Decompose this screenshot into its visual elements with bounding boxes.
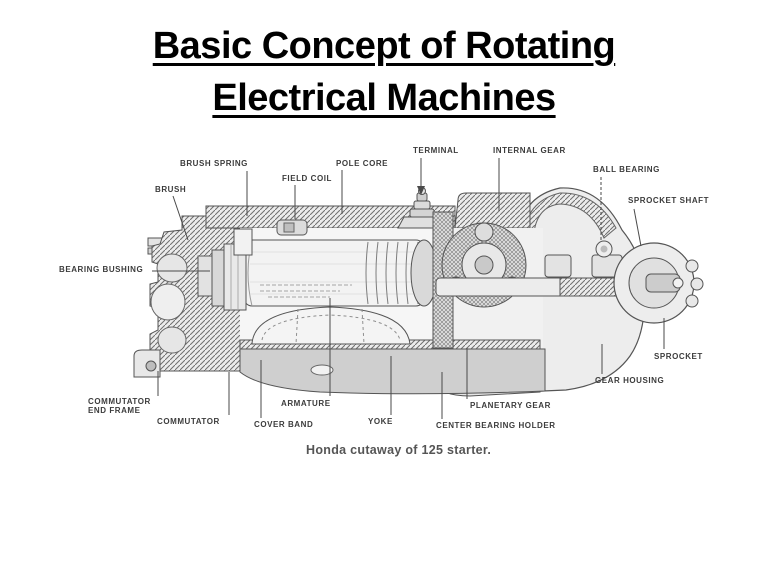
- part-label-yoke: YOKE: [368, 417, 393, 426]
- page-title: Basic Concept of Rotating Electrical Mac…: [0, 20, 768, 124]
- starter-cutaway-diagram: BRUSH SPRING BRUSH FIELD COIL POLE CORE …: [0, 130, 768, 470]
- part-label-sprocket: SPROCKET: [654, 352, 703, 361]
- part-label-planetary-gear: PLANETARY GEAR: [470, 401, 551, 410]
- part-label-commutator: COMMUTATOR: [157, 417, 220, 426]
- part-label-ball-bearing: BALL BEARING: [593, 165, 660, 174]
- part-label-gear-housing: GEAR HOUSING: [595, 376, 665, 385]
- part-label-internal-gear: INTERNAL GEAR: [493, 146, 566, 155]
- part-label-brush: BRUSH: [155, 185, 187, 194]
- part-label-center-bearing-holder: CENTER BEARING HOLDER: [436, 421, 556, 430]
- leader-lines: [152, 158, 665, 419]
- part-label-cover-band: COVER BAND: [254, 420, 314, 429]
- part-label-bearing-bushing: BEARING BUSHING: [59, 265, 144, 274]
- diagram-caption: Honda cutaway of 125 starter.: [306, 443, 492, 457]
- part-label-armature: ARMATURE: [281, 399, 331, 408]
- part-label-commutator-end-frame: COMMUTATOR END FRAME: [88, 397, 151, 415]
- title-line-1: Basic Concept of Rotating: [152, 25, 616, 67]
- part-label-sprocket-shaft: SPROCKET SHAFT: [628, 196, 710, 205]
- part-label-field-coil: FIELD COIL: [282, 174, 332, 183]
- part-label-terminal: TERMINAL: [413, 146, 459, 155]
- part-label-pole-core: POLE CORE: [336, 159, 389, 168]
- title-line-2: Electrical Machines: [212, 77, 556, 119]
- part-label-brush-spring: BRUSH SPRING: [180, 159, 248, 168]
